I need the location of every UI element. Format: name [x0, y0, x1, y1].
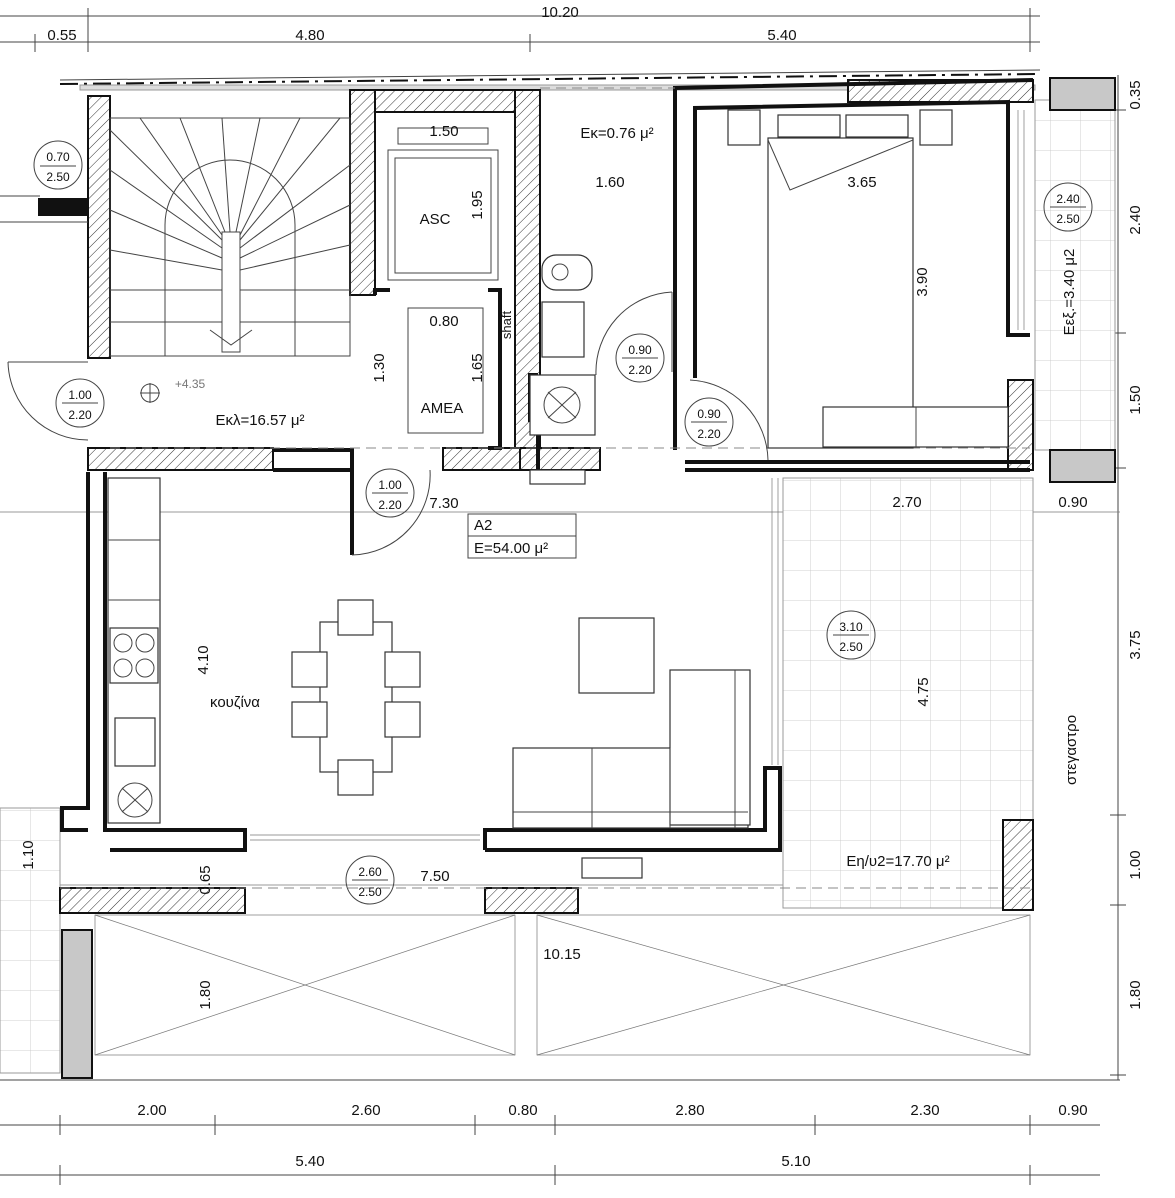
dim-interior-110: 1.10 [20, 840, 37, 869]
door-tag-5: 1.00 2.20 [365, 468, 415, 518]
elevator [387, 127, 499, 434]
dim-interior-180: 1.80 [197, 980, 214, 1009]
svg-text:1.00: 1.00 [68, 388, 92, 402]
dim-interior-475: 4.75 [915, 677, 932, 706]
label-kitchen: κουζίνα [210, 694, 260, 711]
apartment-label-box [467, 513, 577, 559]
dimension-labels: 10.20 0.55 4.80 5.40 0.35 2.40 1.50 3.75… [20, 4, 1144, 1170]
svg-text:1.00: 1.00 [378, 478, 402, 492]
label-amea: AMEA [421, 400, 464, 417]
dim-interior-195: 1.95 [469, 190, 486, 219]
door-tags: 0.70 2.50 2.40 2.50 1.00 2.20 0.90 2.20 … [33, 140, 1093, 905]
staircase [109, 117, 351, 357]
svg-text:2.50: 2.50 [839, 640, 863, 654]
dim-interior-150: 1.50 [429, 123, 458, 140]
door-tag-0: 0.70 2.50 [33, 140, 83, 190]
top-dimensions [0, 8, 1041, 85]
label-shaft: shaft [499, 311, 514, 340]
svg-text:2.20: 2.20 [68, 408, 92, 422]
svg-text:0.90: 0.90 [697, 407, 721, 421]
dim-interior-130: 1.30 [371, 353, 388, 382]
dim-top-left: 4.80 [295, 27, 324, 44]
dim-interior-1015: 10.15 [543, 946, 581, 963]
balcony-floor [1034, 99, 1116, 451]
door-tag-4: 0.90 2.20 [684, 397, 734, 447]
label-apt-name: A2 [474, 517, 492, 534]
room-labels: ASC AMEA shaft Eκ=0.76 μ² Eκλ=16.57 μ² E… [175, 125, 1080, 870]
dim-right-240: 2.40 [1127, 205, 1144, 234]
terrace-floor [782, 477, 1034, 909]
dim-bottom-090: 0.90 [1058, 1102, 1087, 1119]
kitchen-furniture [107, 477, 161, 824]
label-apt-area: E=54.00 μ² [474, 540, 548, 557]
dim-interior-270: 2.70 [892, 494, 921, 511]
dim-interior-410: 4.10 [195, 645, 212, 674]
dim-bottom-540: 5.40 [295, 1153, 324, 1170]
dim-right-035: 0.35 [1127, 80, 1144, 109]
dim-bottom-230: 2.30 [910, 1102, 939, 1119]
dim-right-375: 3.75 [1127, 630, 1144, 659]
door-tag-6: 3.10 2.50 [826, 610, 876, 660]
dim-bottom-260: 2.60 [351, 1102, 380, 1119]
dim-side-090: 0.90 [1058, 494, 1087, 511]
side-balcony-floor [0, 807, 61, 1074]
door-swings [0, 195, 769, 556]
dim-bottom-080: 0.80 [508, 1102, 537, 1119]
dim-interior-750: 7.50 [420, 868, 449, 885]
label-ek: Eκ=0.76 μ² [580, 125, 653, 142]
door-tag-1: 2.40 2.50 [1043, 182, 1093, 232]
svg-text:2.60: 2.60 [358, 865, 382, 879]
svg-text:2.20: 2.20 [378, 498, 402, 512]
dim-top-right: 5.40 [767, 27, 796, 44]
svg-text:2.50: 2.50 [46, 170, 70, 184]
dim-right-150: 1.50 [1127, 385, 1144, 414]
door-tag-2: 1.00 2.20 [55, 378, 105, 428]
svg-text:2.50: 2.50 [1056, 212, 1080, 226]
dim-bottom-510: 5.10 [781, 1153, 810, 1170]
svg-text:0.70: 0.70 [46, 150, 70, 164]
dim-right-100: 1.00 [1127, 850, 1144, 879]
dim-bottom-280: 2.80 [675, 1102, 704, 1119]
dim-interior-730: 7.30 [429, 495, 458, 512]
walls [59, 78, 1036, 914]
dim-interior-160: 1.60 [595, 174, 624, 191]
level-marker [140, 383, 160, 403]
label-canopy: στεγαστρο [1063, 715, 1080, 785]
label-exp: Eεξ.=3.40 μ2 [1061, 249, 1078, 336]
dim-right-180: 1.80 [1127, 980, 1144, 1009]
dim-interior-065: 0.65 [197, 865, 214, 894]
bottom-dimensions [0, 1079, 1120, 1185]
dim-top-total: 10.20 [541, 4, 579, 21]
dim-interior-080: 0.80 [429, 313, 458, 330]
column-mid-right [1049, 449, 1116, 483]
svg-text:2.20: 2.20 [628, 363, 652, 377]
svg-text:2.20: 2.20 [697, 427, 721, 441]
canopy-area [94, 914, 1031, 1056]
living-furniture [250, 478, 779, 879]
svg-text:2.40: 2.40 [1056, 192, 1080, 206]
svg-text:0.90: 0.90 [628, 343, 652, 357]
svg-text:2.50: 2.50 [358, 885, 382, 899]
dim-top-left-small: 0.55 [47, 27, 76, 44]
label-asc: ASC [420, 211, 451, 228]
dining-table [291, 599, 421, 796]
svg-text:3.10: 3.10 [839, 620, 863, 634]
wc [529, 254, 596, 485]
dim-interior-165: 1.65 [469, 353, 486, 382]
column-bottom-left [61, 929, 93, 1079]
dim-interior-365: 3.65 [847, 174, 876, 191]
bedroom-furniture [727, 109, 1025, 449]
column-top-right [1049, 77, 1116, 111]
label-ekl: Eκλ=16.57 μ² [215, 412, 304, 429]
door-tag-7: 2.60 2.50 [345, 855, 395, 905]
dim-interior-390: 3.90 [914, 267, 931, 296]
door-tag-3: 0.90 2.20 [615, 333, 665, 383]
label-terrace: Eη/υ2=17.70 μ² [846, 853, 949, 870]
label-level: +4.35 [175, 377, 206, 391]
dim-bottom-200: 2.00 [137, 1102, 166, 1119]
